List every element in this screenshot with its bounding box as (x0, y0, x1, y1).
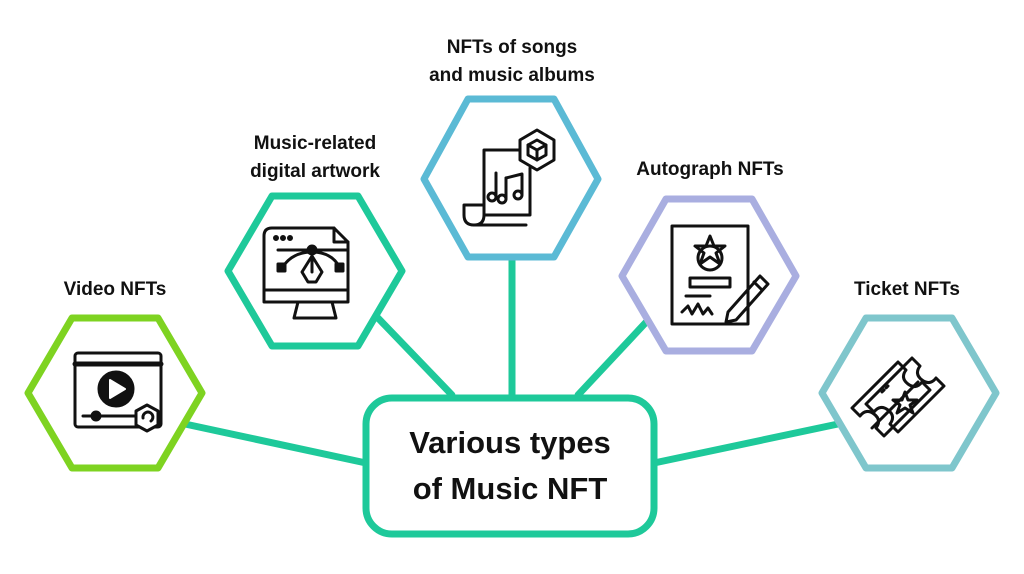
label-artwork-line-2: digital artwork (250, 161, 380, 182)
center-title: Various types of Music NFT (366, 398, 654, 534)
ticket-star-icon (850, 356, 946, 438)
label-artwork: Music-related digital artwork (230, 130, 400, 186)
label-songs: NFTs of songs and music albums (410, 34, 614, 90)
label-songs-line-1: NFTs of songs (446, 37, 578, 58)
label-songs-line-2: and music albums (429, 65, 595, 86)
video-player-icon (72, 351, 164, 433)
label-artwork-line-1: Music-related (253, 133, 377, 154)
connector-ticket (650, 420, 842, 467)
hexagon-artwork (224, 192, 406, 350)
signed-certificate-icon (670, 224, 770, 326)
center-box (362, 394, 658, 538)
center-title-line-2: of Music NFT (412, 471, 608, 506)
connector-artwork (374, 314, 456, 399)
label-autograph: Autograph NFTs (620, 156, 800, 184)
label-autograph-line-1: Autograph NFTs (636, 159, 784, 180)
monitor-design-icon (262, 226, 350, 320)
connector-autograph (574, 314, 654, 399)
hexagon-autograph (618, 195, 800, 355)
music-document-icon (462, 128, 556, 227)
label-video: Video NFTs (50, 276, 180, 304)
label-ticket-line-1: Ticket NFTs (854, 279, 960, 300)
label-video-line-1: Video NFTs (63, 279, 167, 300)
connectors (181, 251, 842, 467)
connector-video (181, 420, 370, 467)
label-ticket: Ticket NFTs (842, 276, 972, 304)
center-title-line-1: Various types (409, 425, 611, 460)
